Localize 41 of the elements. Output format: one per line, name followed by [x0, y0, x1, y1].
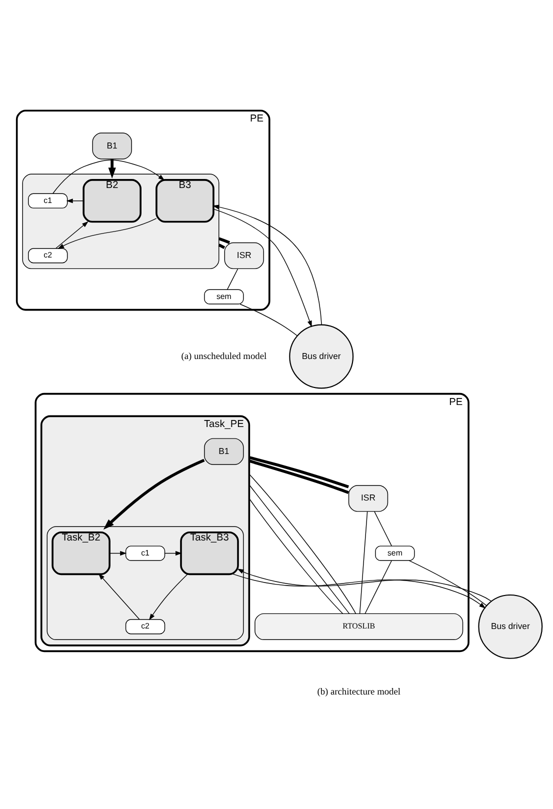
node-box: sem — [204, 288, 244, 304]
node-box: c2 — [28, 248, 68, 263]
node-box: B3 — [156, 178, 214, 222]
arrow — [66, 198, 84, 203]
arrow — [98, 572, 140, 620]
arrow — [148, 573, 188, 620]
node-box: c1 — [28, 192, 68, 208]
node-box: Task_B2 — [52, 530, 110, 575]
arrow — [109, 550, 127, 556]
connector — [248, 459, 349, 494]
node-box: ISR — [348, 484, 388, 512]
connector — [240, 303, 298, 336]
arrow — [58, 218, 157, 248]
arrow — [237, 568, 492, 602]
arrow — [103, 458, 205, 530]
node-box: ISR — [224, 242, 264, 269]
node-box: RTOSLIB — [254, 612, 464, 640]
connector — [218, 243, 226, 249]
arrow — [108, 158, 116, 178]
node-box: B1 — [204, 438, 244, 464]
connector — [218, 236, 230, 244]
connector — [374, 510, 392, 546]
connector — [364, 560, 392, 614]
connector — [226, 268, 238, 290]
connector — [248, 498, 344, 614]
arrow — [164, 550, 182, 556]
label: (a) unscheduled model — [181, 351, 267, 362]
label: (b) architecture model — [317, 687, 401, 698]
node-box: B2 — [82, 178, 142, 222]
connector — [359, 510, 368, 614]
node-box: c2 — [125, 618, 166, 634]
node-box: sem — [375, 545, 415, 560]
node-circle: Bus driver — [289, 324, 354, 388]
arrow — [232, 573, 486, 608]
arrow — [56, 220, 88, 248]
arrow — [52, 159, 165, 194]
node-box: Task_B3 — [180, 530, 239, 575]
node-box: c1 — [125, 545, 166, 560]
connector — [248, 456, 349, 488]
node-box: B1 — [92, 132, 132, 159]
connector — [408, 560, 487, 606]
